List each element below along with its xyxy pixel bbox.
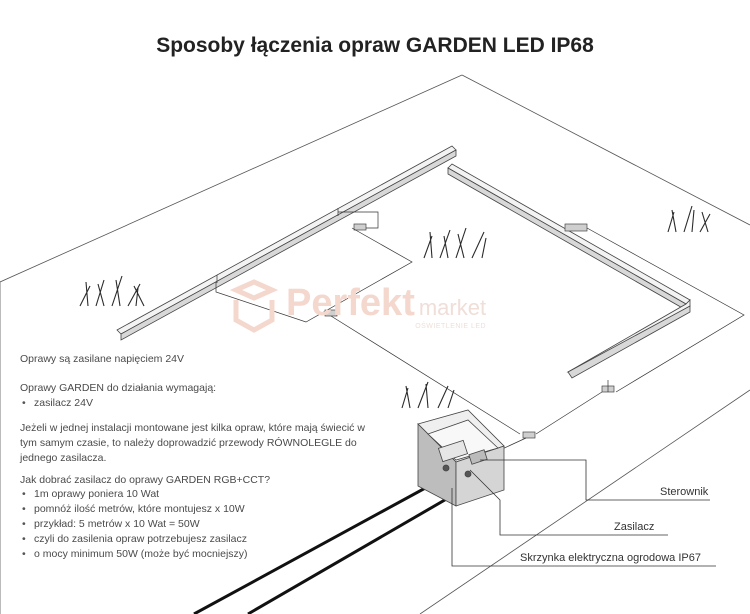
list-item: 1m oprawy poniera 10 Wat bbox=[22, 487, 248, 502]
led-profile-left bbox=[116, 145, 457, 341]
watermark-suffix: market bbox=[418, 295, 487, 320]
list-item: przykład: 5 metrów x 10 Wat = 50W bbox=[22, 517, 248, 532]
requires-heading: Oprawy GARDEN do działania wymagają: bbox=[20, 382, 217, 394]
psu-answer-list: 1m oprawy poniera 10 Wat pomnóż ilość me… bbox=[20, 487, 248, 562]
led-profile-right bbox=[447, 163, 691, 379]
label-controller: Sterownik bbox=[660, 486, 709, 498]
ground-plane bbox=[0, 74, 750, 614]
label-junction-box: Skrzynka elektryczna ogrodowa IP67 bbox=[520, 552, 701, 564]
junction-box bbox=[417, 409, 505, 507]
parallel-note: Jeżeli w jednej instalacji montowane jes… bbox=[20, 422, 365, 464]
buried-cable bbox=[193, 478, 463, 614]
page-title: Sposoby łączenia opraw GARDEN LED IP68 bbox=[156, 34, 594, 57]
watermark-tagline: OŚWIETLENIE LED bbox=[415, 323, 487, 330]
connectors bbox=[324, 223, 615, 439]
list-item: czyli do zasilenia opraw potrzebujesz za… bbox=[22, 532, 248, 547]
grass-tufts bbox=[79, 205, 711, 409]
psu-question: Jak dobrać zasilacz do oprawy GARDEN RGB… bbox=[20, 474, 271, 486]
requires-list: zasilacz 24V bbox=[20, 396, 93, 411]
label-power-supply: Zasilacz bbox=[614, 521, 655, 533]
watermark-brand: Perfekt bbox=[286, 282, 415, 324]
list-item-continuation: o mocy minimum 50W (może być mocniejszy) bbox=[22, 547, 248, 562]
list-item: pomnóż ilość metrów, które montujesz x 1… bbox=[22, 502, 248, 517]
watermark-logo-mark bbox=[229, 279, 279, 333]
wiring bbox=[215, 211, 745, 451]
info-line-voltage: Oprawy są zasilane napięciem 24V bbox=[20, 353, 185, 365]
label-pointers bbox=[451, 459, 716, 567]
list-item: zasilacz 24V bbox=[22, 396, 93, 411]
